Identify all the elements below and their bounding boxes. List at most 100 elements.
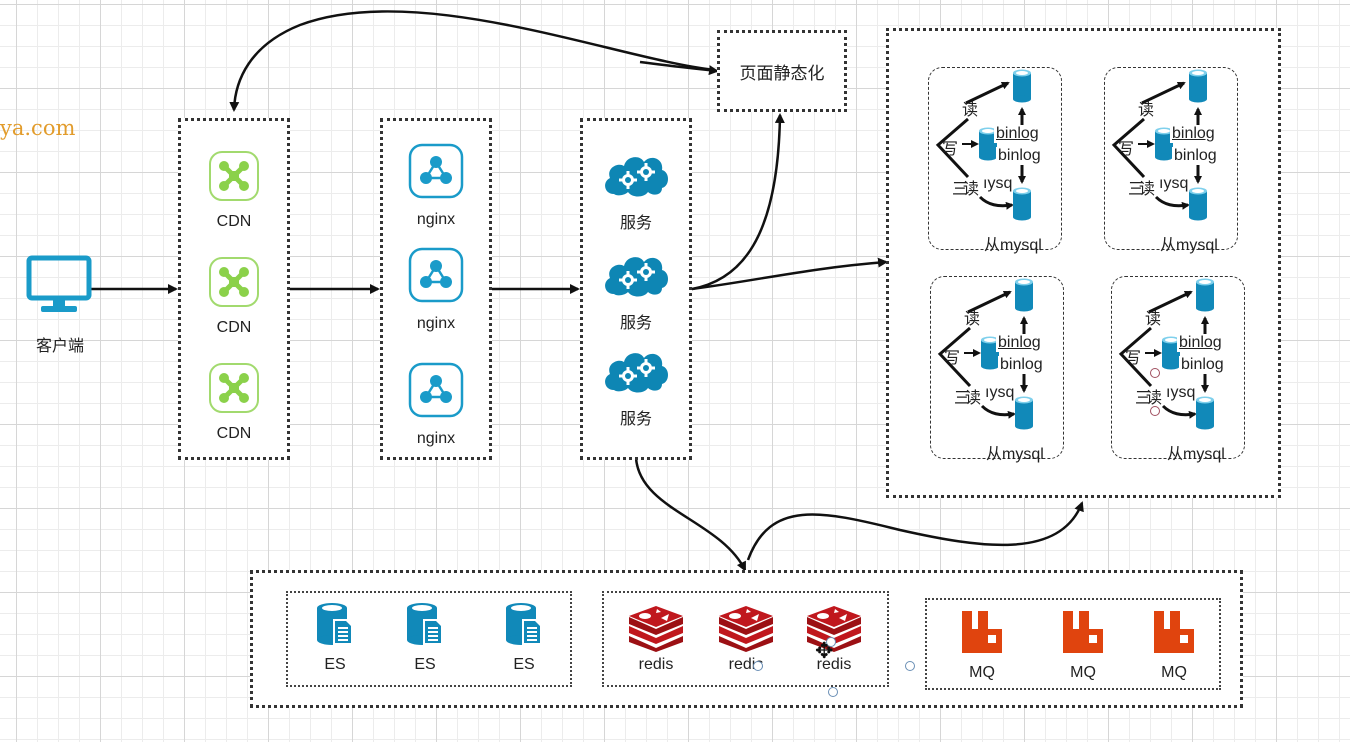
overlap-prefix: 三 <box>952 181 969 198</box>
binlog-label: binlog <box>1179 356 1226 374</box>
mq-label: MQ <box>1161 664 1187 681</box>
arrow-service-to-static <box>691 113 785 291</box>
nginx-node-icon <box>408 143 464 199</box>
write-label: 写 <box>1118 141 1135 158</box>
replication-arrows <box>1111 81 1202 210</box>
replication-arrows <box>935 81 1026 210</box>
read-label: 读 <box>1138 102 1155 119</box>
mq-label: MQ <box>1070 664 1096 681</box>
mysql-cluster-content: 读 写 三 读 ıysq binlog binlog 从mysql <box>930 276 1064 463</box>
replication-arrows <box>937 290 1028 419</box>
mysql-database-icon <box>1162 336 1180 370</box>
mysql-database-icon <box>1015 396 1033 430</box>
overlap-text: ıysq <box>1166 384 1196 401</box>
cdn-label: CDN <box>216 213 252 230</box>
client-node[interactable]: 客户端 <box>26 255 93 355</box>
es-label: ES <box>324 656 346 673</box>
es-database-icon <box>506 603 542 645</box>
nginx-group[interactable] <box>380 118 492 460</box>
read-label: 读 <box>1146 390 1163 407</box>
redis-stack-icon <box>719 606 773 652</box>
replication-arrows <box>1118 290 1209 419</box>
overlap-prefix: 三 <box>954 390 971 407</box>
rabbitmq-icon <box>1063 611 1103 653</box>
cdn-network-icon <box>209 151 259 201</box>
binlog-label: binlog <box>994 125 1041 143</box>
slave-mysql-label: 从mysql <box>1167 446 1225 463</box>
mysql-cluster-content: 读 写 三 读 ıysq binlog binlog 从mysql <box>1111 276 1245 463</box>
es-database-icon <box>317 603 353 645</box>
slave-mysql-label: 从mysql <box>984 237 1042 254</box>
read-label: 读 <box>963 181 980 198</box>
rabbitmq-icon <box>1154 611 1194 653</box>
arrow-service-to-cache <box>634 457 747 572</box>
mysql-database-icon <box>1013 187 1031 221</box>
es-label: ES <box>513 656 535 673</box>
mysql-database-icon <box>1196 278 1214 312</box>
static-page-node[interactable]: 页面静态化 <box>717 30 847 112</box>
binlog-label: binlog <box>998 356 1045 374</box>
mysql-database-icon <box>1015 278 1033 312</box>
mysql-database-icon <box>1189 69 1207 103</box>
slave-mysql-label: 从mysql <box>986 446 1044 463</box>
read-label: 读 <box>964 311 981 328</box>
static-page-label: 页面静态化 <box>739 63 825 83</box>
binlog-label: binlog <box>1172 147 1219 165</box>
redis-stack-icon <box>629 606 683 652</box>
read-label: 读 <box>1145 311 1162 328</box>
monitor-icon <box>26 255 92 312</box>
connection-handle[interactable] <box>905 661 915 671</box>
overlap-text: ıysq <box>985 384 1015 401</box>
write-label: 写 <box>942 141 959 158</box>
mysql-database-icon <box>981 336 999 370</box>
connection-handle[interactable] <box>826 637 836 647</box>
nginx-node-icon <box>408 362 464 418</box>
service-label: 服务 <box>619 411 652 428</box>
overlap-text: ıysq <box>983 175 1013 192</box>
overlap-text: ıysq <box>1159 175 1189 192</box>
connection-handle[interactable] <box>1150 406 1160 416</box>
service-group[interactable] <box>580 118 692 460</box>
move-cursor-icon: ✥ <box>815 638 834 663</box>
es-label: ES <box>414 656 436 673</box>
redis-label: redis <box>816 656 852 673</box>
write-label: 写 <box>944 350 961 367</box>
mq-label: MQ <box>969 664 995 681</box>
cdn-network-icon <box>209 257 259 307</box>
binlog-label: binlog <box>1170 125 1217 143</box>
cloud-gear-icon <box>605 257 668 297</box>
nginx-label: nginx <box>416 315 456 332</box>
mysql-database-icon <box>1189 187 1207 221</box>
arrow-static-cdn-bidirectional <box>229 10 716 112</box>
read-label: 读 <box>962 102 979 119</box>
mysql-database-icon <box>979 127 997 161</box>
connection-handle[interactable] <box>828 687 838 697</box>
slave-mysql-label: 从mysql <box>1160 237 1218 254</box>
arrow-cache-to-mysql <box>746 501 1084 561</box>
service-label: 服务 <box>619 315 652 332</box>
write-label: 写 <box>1125 350 1142 367</box>
cloud-gear-icon <box>605 353 668 393</box>
binlog-label: binlog <box>996 334 1043 352</box>
mysql-cluster-content: 读 写 三 读 ıysq binlog binlog 从mysql <box>1104 67 1238 254</box>
cloud-gear-icon <box>605 157 668 197</box>
connection-handle[interactable] <box>1150 368 1160 378</box>
rabbitmq-icon <box>962 611 1002 653</box>
arrow-service-to-mysql <box>691 257 888 291</box>
nginx-node-icon <box>408 247 464 303</box>
read-label: 读 <box>965 390 982 407</box>
arrow-static-head <box>639 60 719 76</box>
mysql-database-icon <box>1196 396 1214 430</box>
overlap-prefix: 三 <box>1128 181 1145 198</box>
mysql-database-icon <box>1155 127 1173 161</box>
overlap-prefix: 三 <box>1135 390 1152 407</box>
nginx-label: nginx <box>416 211 456 228</box>
nginx-label: nginx <box>416 430 456 447</box>
binlog-label: binlog <box>996 147 1043 165</box>
es-database-icon <box>407 603 443 645</box>
mysql-cluster-content: 读 写 三 读 ıysq binlog binlog 从mysql <box>928 67 1062 254</box>
mysql-database-icon <box>1013 69 1031 103</box>
connection-handle[interactable] <box>753 661 763 671</box>
read-label: 读 <box>1139 181 1156 198</box>
